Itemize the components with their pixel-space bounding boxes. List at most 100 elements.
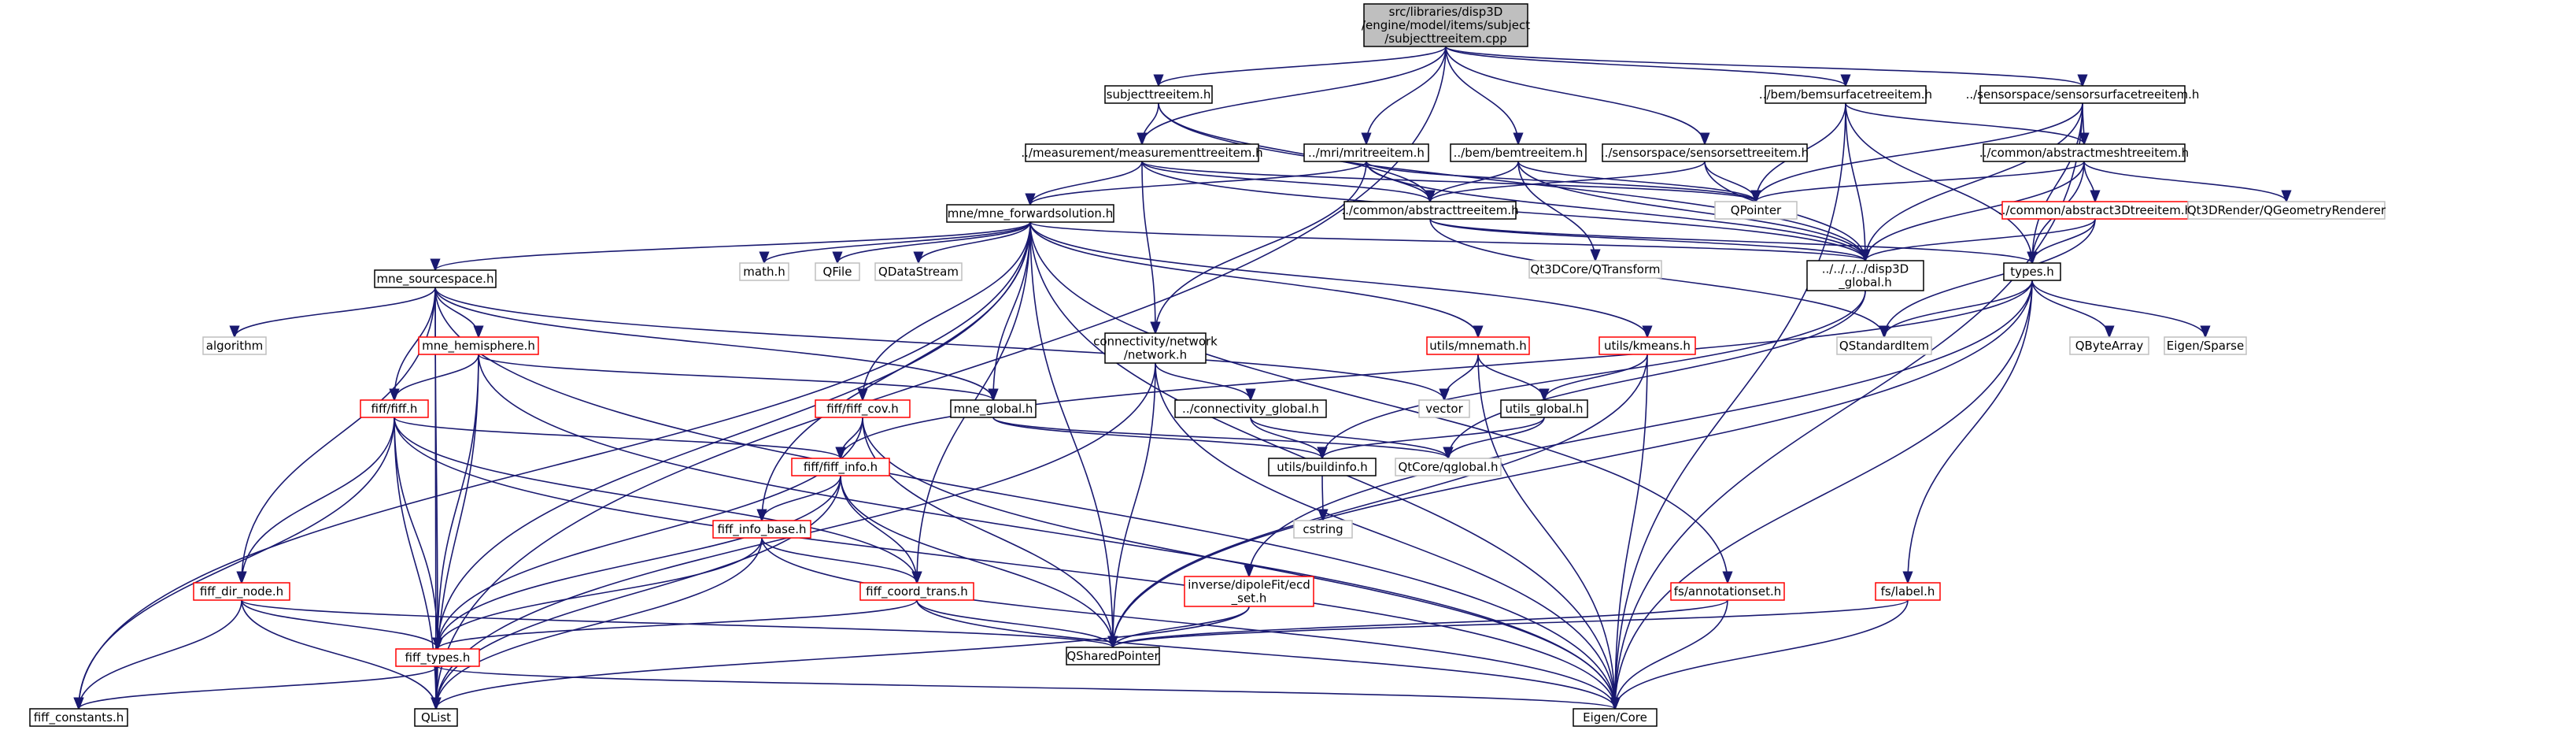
node-kmeans[interactable]: utils/kmeans.h (1598, 336, 1696, 355)
node-sensorsettreeitem[interactable]: ../sensorspace/sensorsettreeitem.h (1601, 143, 1809, 162)
node-qpointer-label: QPointer (1731, 203, 1782, 217)
node-bemtreeitem-label: ../bem/bemtreeitem.h (1454, 146, 1584, 160)
edge-fiffh-to-fifftypes (394, 417, 438, 649)
node-qsharedpointer-box (1066, 647, 1160, 665)
edge-mnemath-to-utilsglobal (1477, 354, 1544, 401)
node-annotationset-label: fs/annotationset.h (1674, 584, 1782, 599)
node-utilsglobal-box (1500, 399, 1588, 418)
edge-measurement-to-qpointer (1141, 161, 1756, 202)
node-fwdsolution-box (946, 204, 1114, 223)
node-ecdset[interactable]: inverse/dipoleFit/ecd_set.h (1184, 576, 1314, 607)
node-subjecttreeitem[interactable]: subjecttreeitem.h (1104, 85, 1213, 104)
node-ecdset-label: inverse/dipoleFit/ecd (1188, 578, 1310, 592)
node-measurement-box (1025, 143, 1259, 162)
edge-typesh-to-eigensparse (2031, 280, 2205, 338)
node-qgeomrenderer-box (2187, 201, 2386, 220)
node-subjecttreeitem-label: subjecttreeitem.h (1107, 87, 1211, 102)
node-disp3dglobal[interactable]: ../../../../disp3D_global.h (1806, 260, 1924, 291)
node-labelh[interactable]: fs/label.h (1875, 582, 1941, 601)
node-mneglobal-label: mne_global.h (954, 402, 1033, 417)
node-measurement[interactable]: ../measurement/measurementtreeitem.h (1021, 143, 1263, 162)
node-sourcespace[interactable]: mne_sourcespace.h (374, 269, 497, 288)
node-fifftypes[interactable]: fiff_types.h (395, 648, 480, 667)
edge-fwdsolution-to-qsharedpointer (1029, 221, 1113, 647)
edge-sourcespace-to-eigencore (434, 287, 1615, 709)
node-eigencore[interactable]: Eigen/Core (1573, 708, 1658, 727)
node-fiffdirnode[interactable]: fiff_dir_node.h (193, 582, 290, 601)
node-subjecttreeitem-box (1104, 85, 1213, 104)
node-fiffcoordtrans[interactable]: fiff_coord_trans.h (859, 582, 974, 601)
node-utilsglobal-label: utils_global.h (1505, 402, 1583, 417)
edge-mneglobal-to-buildinfo (992, 417, 1322, 459)
edge-typesh-to-qsharedpointer (1113, 280, 2033, 647)
edge-connnetwork-to-eigencore (1155, 362, 1615, 709)
edge-fwdsolution-to-disp3dglobal (1029, 221, 1865, 261)
edge-root-to-mritreeitem (1366, 46, 1447, 144)
node-buildinfo[interactable]: utils/buildinfo.h (1268, 458, 1377, 476)
node-mnemath-box (1426, 336, 1530, 355)
node-typesh[interactable]: types.h (2003, 262, 2061, 281)
node-eigencore-label: Eigen/Core (1583, 710, 1647, 725)
node-vector: vector (1418, 399, 1470, 418)
node-cstring: cstring (1293, 520, 1353, 539)
edge-fwdsolution-to-sourcespace (435, 221, 1031, 271)
edge-root-to-measurement (1142, 46, 1447, 144)
node-typesh-label: types.h (2010, 265, 2054, 279)
edge-abstractmeshtreeitem-to-disp3dglobal (1865, 161, 2085, 261)
node-qfile-label: QFile (823, 265, 852, 279)
node-connnetwork[interactable]: connectivity/network/network.h (1093, 332, 1218, 364)
node-qpointer-box (1714, 201, 1798, 220)
node-connglobal-label: ../connectivity_global.h (1182, 402, 1319, 417)
edge-abstractmeshtreeitem-to-qgeomrenderer (2083, 161, 2286, 202)
edge-fiffh-to-eigencore (394, 417, 1615, 709)
node-root[interactable]: src/libraries/disp3D/engine/model/items/… (1362, 3, 1530, 47)
node-fiffh[interactable]: fiff/fiff.h (360, 399, 429, 418)
node-eigencore-box (1573, 708, 1658, 727)
edge-connnetwork-to-connglobal (1155, 362, 1251, 401)
node-fiffinfo[interactable]: fiff/fiff_info.h (791, 458, 890, 476)
node-labelh-box (1875, 582, 1941, 601)
node-fiffconstants[interactable]: fiff_constants.h (29, 708, 128, 727)
edge-fiffcoordtrans-to-qsharedpointer (916, 599, 1113, 648)
node-mneglobal[interactable]: mne_global.h (950, 399, 1037, 418)
node-abstractmeshtreeitem[interactable]: ../common/abstractmeshtreeitem.h (1979, 143, 2189, 162)
edge-mritreeitem-to-disp3dglobal (1366, 161, 1865, 261)
node-sensorsurfacetreeitem[interactable]: ../sensorspace/sensorsurfacetreeitem.h (1966, 85, 2200, 104)
node-qsharedpointer-label: QSharedPointer (1066, 649, 1159, 663)
node-qfile-box (815, 262, 860, 281)
node-bemsurfacetreeitem[interactable]: ../bem/bemsurfacetreeitem.h (1759, 85, 1932, 104)
node-qfile: QFile (815, 262, 860, 281)
node-utilsglobal[interactable]: utils_global.h (1500, 399, 1588, 418)
node-abstract3d[interactable]: ../common/abstract3Dtreeitem.h (1998, 201, 2192, 220)
node-qstandarditem-label: QStandardItem (1839, 339, 1929, 353)
node-fiffh-label: fiff/fiff.h (371, 402, 418, 416)
node-connglobal[interactable]: ../connectivity_global.h (1174, 399, 1327, 418)
node-fifftypes-label: fiff_types.h (405, 651, 471, 665)
edge-abstracttreeitem-to-typesh (1429, 218, 2032, 264)
edge-root-to-bemtreeitem (1445, 46, 1518, 144)
node-hemisphere[interactable]: mne_hemisphere.h (418, 336, 539, 355)
node-mritreeitem[interactable]: ../mri/mritreeitem.h (1303, 143, 1429, 162)
edge-fiffh-to-fiffcoordtrans (394, 417, 917, 583)
node-fwdsolution[interactable]: mne/mne_forwardsolution.h (946, 204, 1114, 223)
node-qlist[interactable]: QList (414, 708, 458, 727)
node-mritreeitem-label: ../mri/mritreeitem.h (1308, 146, 1425, 160)
node-annotationset[interactable]: fs/annotationset.h (1670, 582, 1785, 601)
edge-hemisphere-to-fiffh (394, 354, 479, 401)
edge-measurement-to-connnetwork (1141, 161, 1155, 333)
edge-fwdsolution-to-fiffcov (863, 221, 1031, 400)
node-bemtreeitem[interactable]: ../bem/bemtreeitem.h (1450, 143, 1587, 162)
node-qsharedpointer[interactable]: QSharedPointer (1066, 647, 1160, 665)
node-fiffinfobase[interactable]: fiff_info_base.h (712, 520, 811, 539)
node-mnemath[interactable]: utils/mnemath.h (1426, 336, 1530, 355)
node-abstracttreeitem[interactable]: ../common/abstracttreeitem.h (1341, 201, 1519, 220)
node-root-label: /subjecttreeitem.cpp (1384, 32, 1507, 46)
edge-root-to-sensorsurfacetreeitem (1445, 46, 2083, 87)
node-connnetwork-label: connectivity/network (1093, 335, 1218, 349)
edge-fiffdirnode-to-qsharedpointer (241, 599, 1113, 648)
edge-hemisphere-to-fifftypes (438, 354, 479, 649)
node-fiffcov[interactable]: fiff/fiff_cov.h (815, 399, 911, 418)
edge-ecdset-to-qlist (436, 606, 1250, 710)
edge-abstractmeshtreeitem-to-abstract3d (2083, 161, 2095, 202)
edge-typesh-to-labelh (1908, 280, 2033, 583)
